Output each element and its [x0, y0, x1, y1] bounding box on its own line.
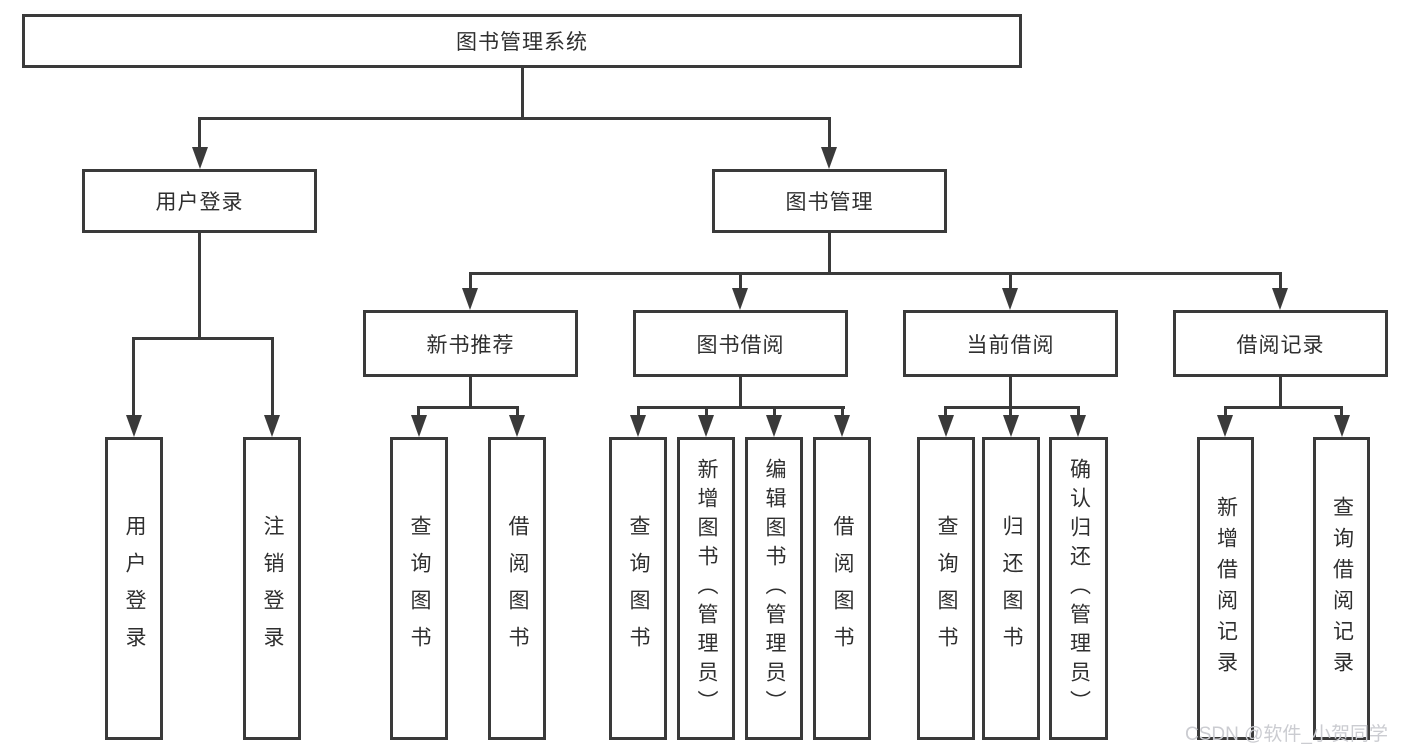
leaf-query-books-current: 查询图书 [917, 437, 975, 740]
arrow-down-icon [509, 415, 525, 437]
node-label: 查询借阅记录 [1330, 495, 1354, 682]
arrow-down-icon [1003, 415, 1019, 437]
leaf-add-borrow-record: 新增借阅记录 [1197, 437, 1254, 740]
node-label: 新书推荐 [426, 333, 515, 357]
arrow-down-icon [411, 415, 427, 437]
node-book-management: 图书管理 [712, 169, 947, 233]
node-label: 当前借阅 [966, 333, 1055, 357]
arrow-down-icon [126, 415, 142, 437]
leaf-borrow-books: 借阅图书 [813, 437, 871, 740]
connector-line [828, 233, 831, 275]
connector-line [198, 117, 201, 149]
leaf-return-book: 归还图书 [982, 437, 1040, 740]
leaf-borrow-books-recommend: 借阅图书 [488, 437, 546, 740]
arrow-down-icon [766, 415, 782, 437]
connector-line [773, 406, 776, 417]
node-label: 图书管理 [785, 191, 874, 214]
leaf-logout: 注销登录 [243, 437, 301, 740]
leaf-user-login: 用户登录 [105, 437, 163, 740]
connector-line [516, 406, 519, 417]
connector-line [198, 117, 831, 120]
node-label: 查询图书 [627, 514, 650, 663]
connector-line [1279, 272, 1282, 290]
connector-line [1077, 406, 1080, 417]
connector-line [271, 337, 274, 417]
node-current-borrow: 当前借阅 [903, 310, 1118, 377]
leaf-edit-book-admin: 编辑图书（管理员） [745, 437, 803, 740]
connector-line [739, 377, 742, 409]
connector-line [469, 272, 1282, 275]
arrow-down-icon [462, 288, 478, 310]
node-label: 借阅记录 [1236, 333, 1325, 357]
leaf-query-books-borrow: 查询图书 [609, 437, 667, 740]
connector-line [198, 233, 201, 340]
connector-line [417, 406, 519, 409]
node-label: 用户登录 [155, 191, 244, 214]
connector-line [637, 406, 640, 417]
node-label: 查询图书 [408, 514, 431, 663]
leaf-query-borrow-record: 查询借阅记录 [1313, 437, 1370, 740]
node-label: 新增借阅记录 [1214, 495, 1238, 682]
arrow-down-icon [264, 415, 280, 437]
connector-line [739, 272, 742, 290]
node-label: 新增图书（管理员） [695, 458, 718, 719]
node-label: 借阅图书 [831, 514, 854, 663]
node-label: 查询图书 [935, 514, 958, 663]
node-borrow-records: 借阅记录 [1173, 310, 1388, 377]
node-library-system: 图书管理系统 [22, 14, 1022, 68]
arrow-down-icon [1272, 288, 1288, 310]
connector-line [637, 406, 845, 409]
connector-line [1009, 377, 1012, 409]
node-user-login: 用户登录 [82, 169, 317, 233]
arrow-down-icon [698, 415, 714, 437]
connector-line [521, 68, 524, 120]
node-new-book-recommend: 新书推荐 [363, 310, 578, 377]
connector-line [469, 377, 472, 409]
connector-line [841, 406, 844, 417]
arrow-down-icon [192, 147, 208, 169]
arrow-down-icon [938, 415, 954, 437]
connector-line [944, 406, 1080, 409]
arrow-down-icon [630, 415, 646, 437]
connector-line [132, 337, 274, 340]
arrow-down-icon [1334, 415, 1350, 437]
node-label: 注销登录 [261, 514, 284, 663]
leaf-confirm-return-admin: 确认归还（管理员） [1049, 437, 1108, 740]
arrow-down-icon [821, 147, 837, 169]
node-label: 归还图书 [1000, 514, 1023, 663]
connector-line [132, 337, 135, 417]
node-label: 用户登录 [123, 514, 146, 663]
connector-line [1009, 406, 1012, 417]
node-label: 编辑图书（管理员） [763, 458, 786, 719]
node-book-borrow: 图书借阅 [633, 310, 848, 377]
watermark: CSDN @软件_小贺同学 [1185, 724, 1388, 745]
connector-line [1340, 406, 1343, 417]
arrow-down-icon [1002, 288, 1018, 310]
connector-line [469, 272, 472, 290]
connector-line [1224, 406, 1227, 417]
connector-line [1009, 272, 1012, 290]
node-label: 确认归还（管理员） [1067, 458, 1091, 719]
connector-line [417, 406, 420, 417]
connector-line [828, 117, 831, 149]
arrow-down-icon [834, 415, 850, 437]
connector-line [944, 406, 947, 417]
arrow-down-icon [732, 288, 748, 310]
node-label: 图书借阅 [696, 333, 785, 357]
connector-line [705, 406, 708, 417]
arrow-down-icon [1217, 415, 1233, 437]
node-label: 图书管理系统 [456, 31, 588, 54]
node-label: 借阅图书 [506, 514, 529, 663]
connector-line [1224, 406, 1343, 409]
arrow-down-icon [1070, 415, 1086, 437]
leaf-query-books-recommend: 查询图书 [390, 437, 448, 740]
leaf-add-book-admin: 新增图书（管理员） [677, 437, 735, 740]
connector-line [1279, 377, 1282, 409]
